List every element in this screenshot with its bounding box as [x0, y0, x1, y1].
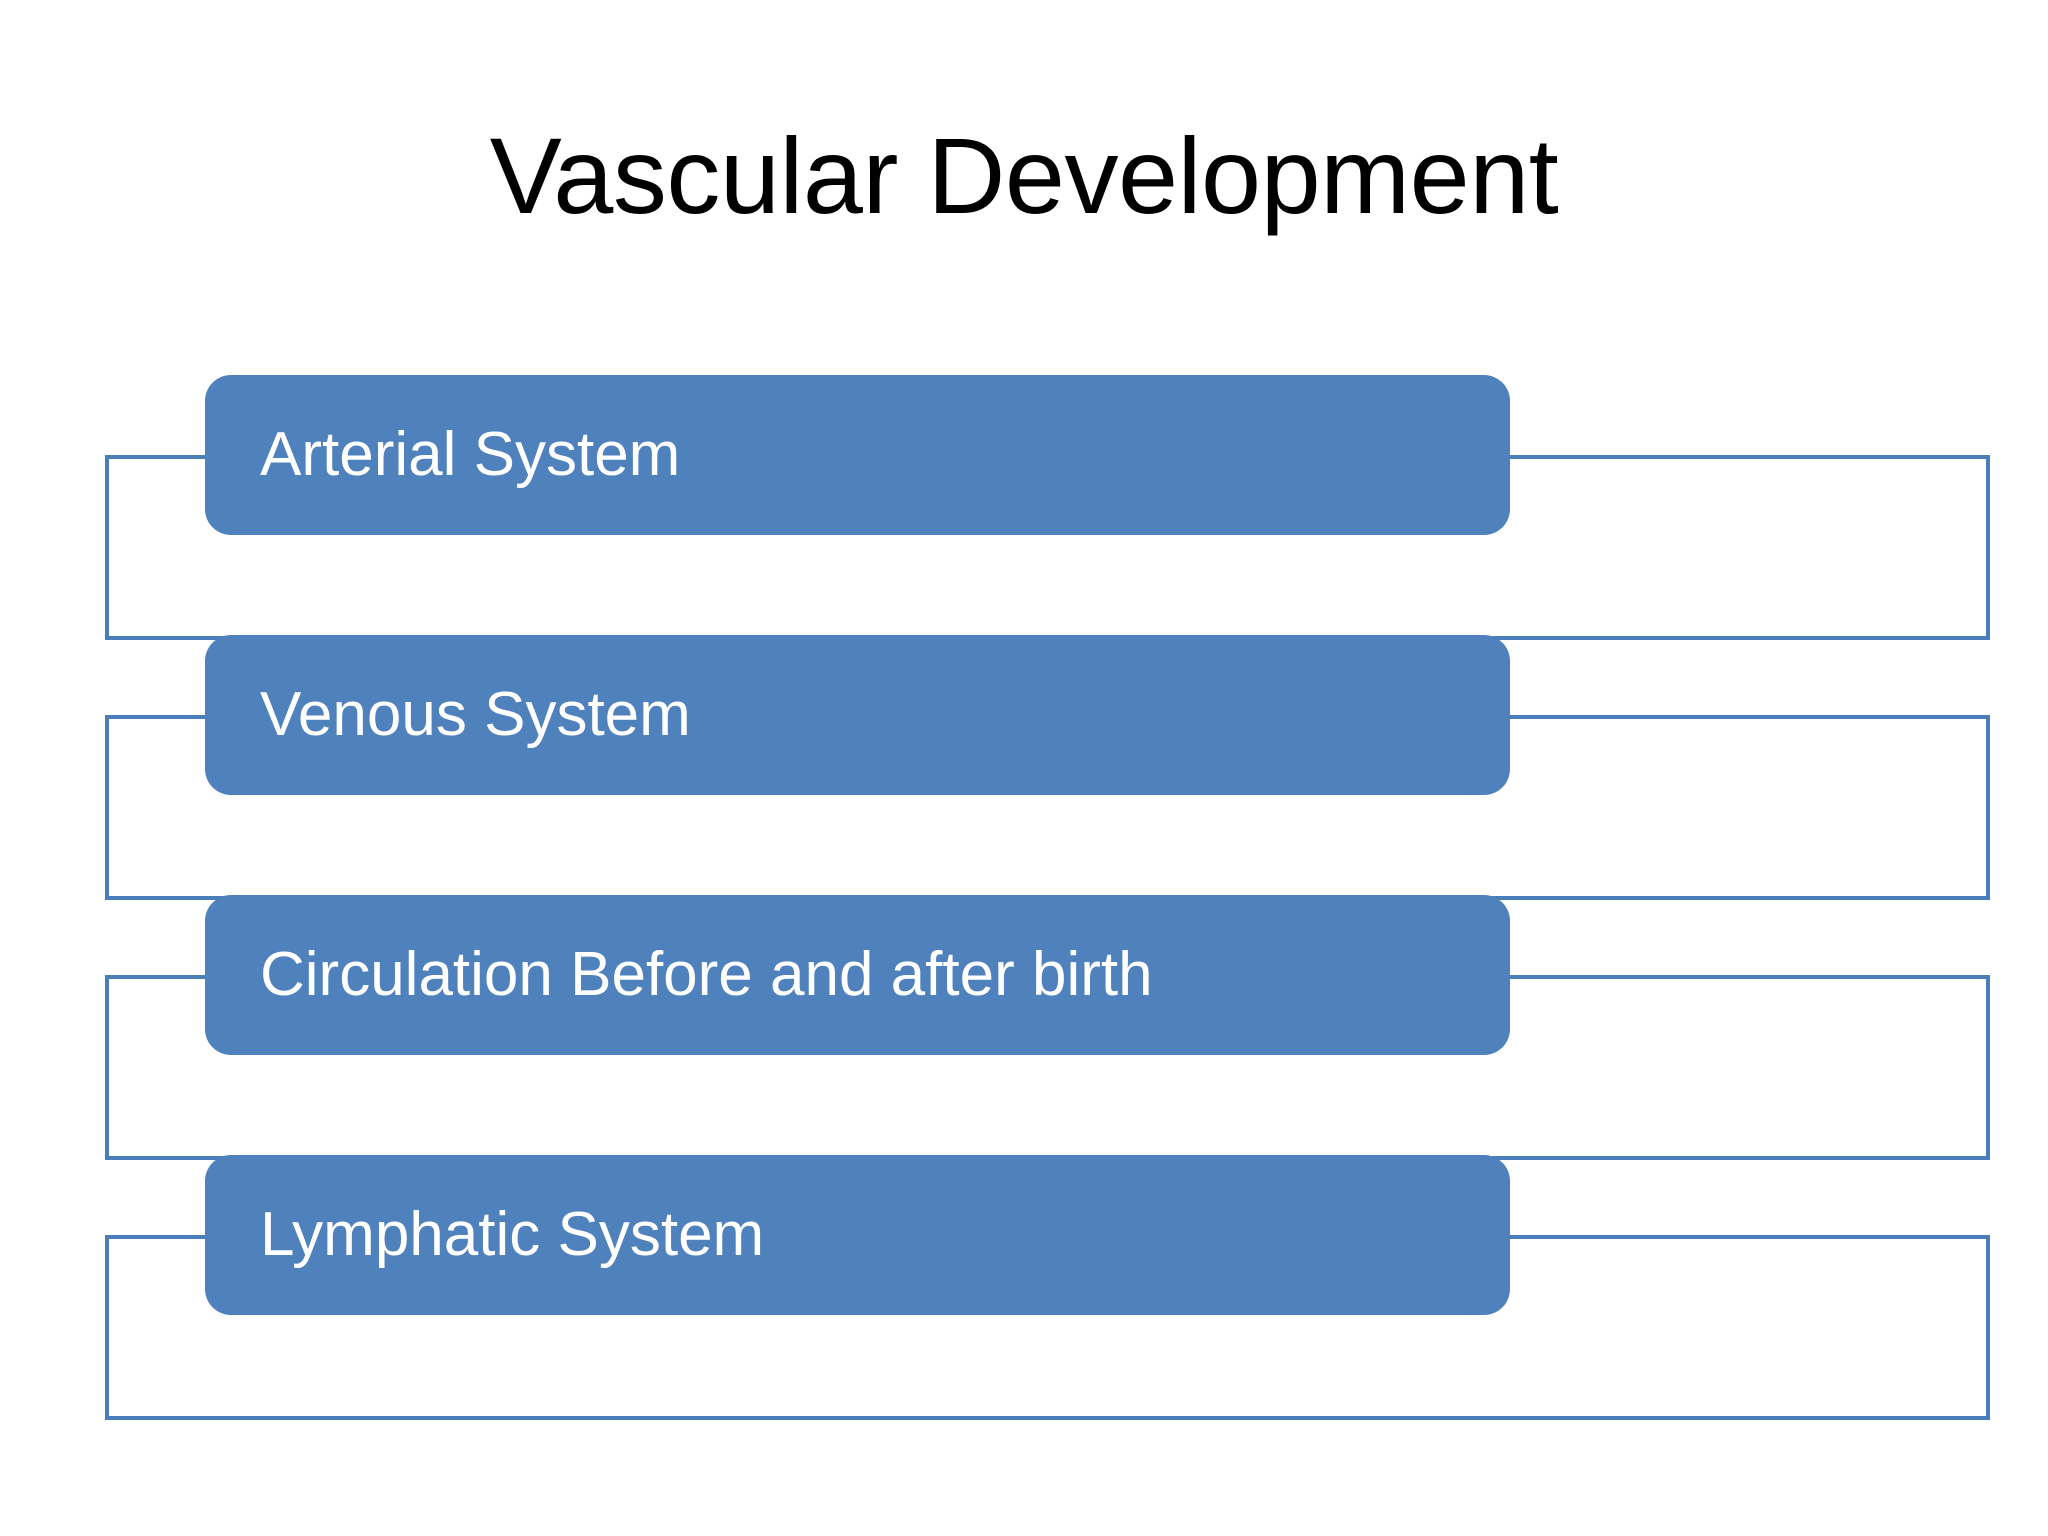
diagram-row[interactable]: Lymphatic System: [0, 1155, 2048, 1425]
chip-label: Circulation Before and after birth: [260, 940, 1153, 1009]
diagram-chip-venous-system[interactable]: Venous System: [205, 635, 1510, 795]
diagram-chip-lymphatic-system[interactable]: Lymphatic System: [205, 1155, 1510, 1315]
page-title: Vascular Development: [489, 115, 1559, 236]
chip-label: Venous System: [260, 680, 691, 749]
diagram-chip-arterial-system[interactable]: Arterial System: [205, 375, 1510, 535]
diagram-chip-circulation-before-and-after-birth[interactable]: Circulation Before and after birth: [205, 895, 1510, 1055]
diagram-row[interactable]: Venous System: [0, 635, 2048, 905]
diagram-row[interactable]: Arterial System: [0, 375, 2048, 645]
chip-label: Lymphatic System: [260, 1200, 765, 1269]
chip-label: Arterial System: [260, 420, 681, 489]
diagram-row[interactable]: Circulation Before and after birth: [0, 895, 2048, 1165]
